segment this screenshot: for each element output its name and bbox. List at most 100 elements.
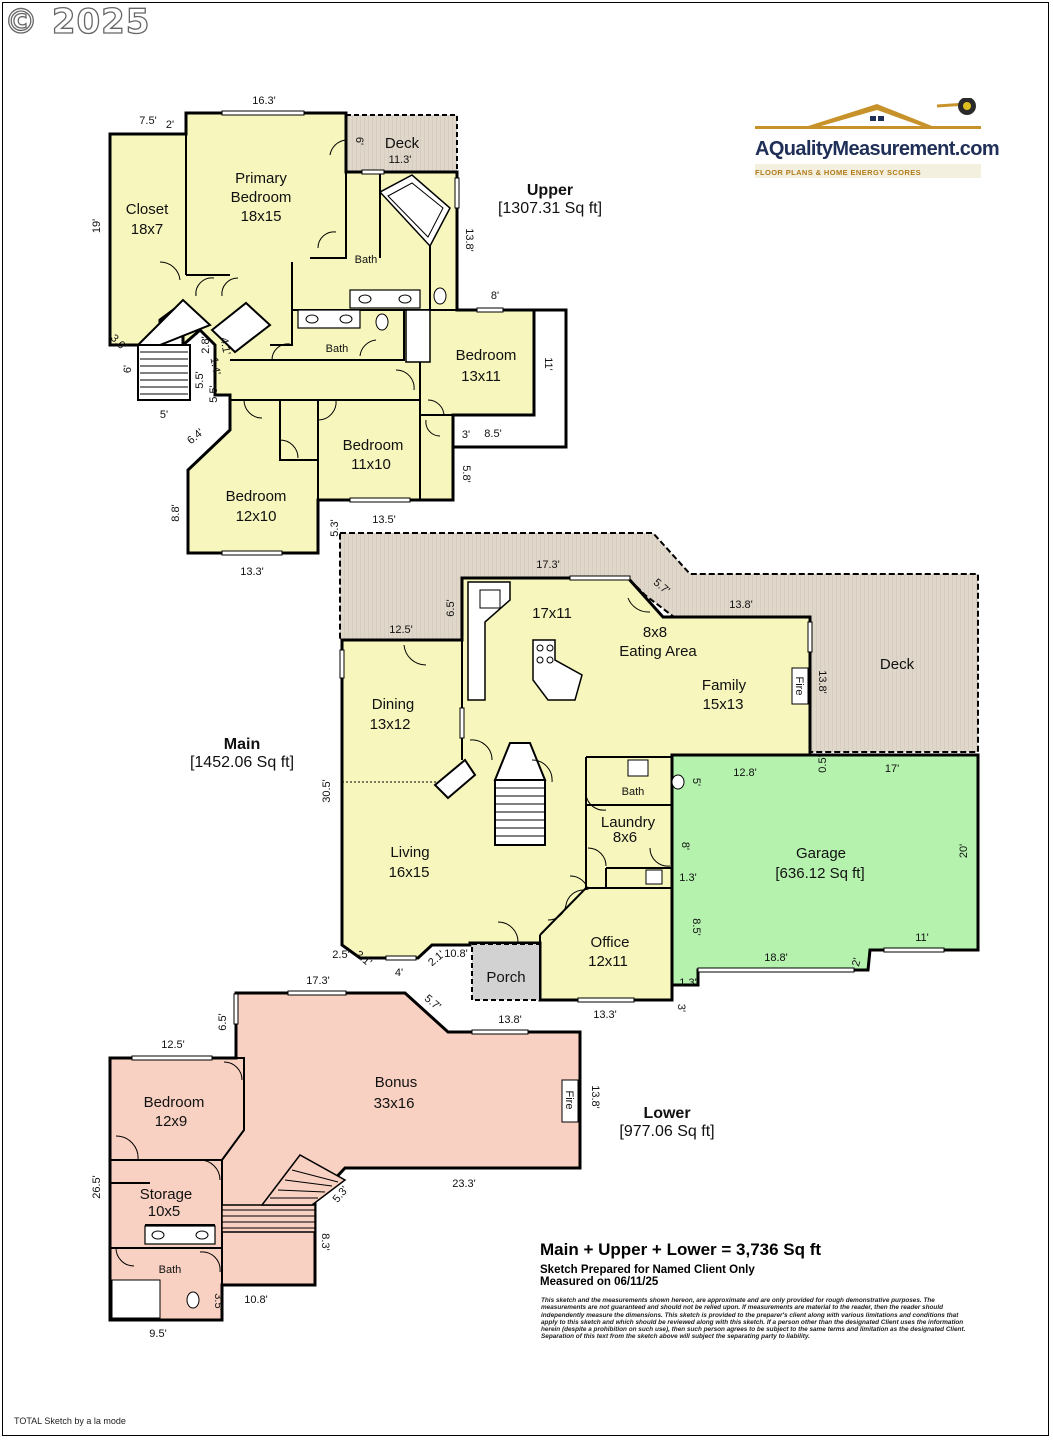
dim: 6.5'	[217, 1013, 229, 1030]
dim: 0.5'	[817, 755, 829, 772]
dim: 23.3'	[452, 1178, 476, 1190]
dim: 16.3'	[252, 95, 276, 107]
dim: 20'	[958, 844, 970, 858]
upper-level-name: Upper	[526, 182, 574, 199]
fireplace-lower-label: Fire	[563, 1091, 575, 1110]
dim: 1.3'	[679, 872, 696, 884]
dim: 7.5'	[139, 115, 156, 127]
dim: 12.5'	[389, 624, 413, 636]
dim: 12.8'	[733, 767, 757, 779]
house-logo-icon	[755, 98, 981, 178]
closet-label: Closet	[126, 201, 169, 218]
dim: 5'	[160, 409, 168, 421]
dim: 8.8'	[170, 504, 182, 521]
lower-level-plan	[108, 990, 582, 1322]
prepared-note: Sketch Prepared for Named Client Only	[540, 1264, 755, 1276]
bedroom-13x11-label: Bedroom	[456, 347, 517, 364]
dim: 6.4'	[185, 427, 206, 447]
footer-credit: TOTAL Sketch by a la mode	[14, 1416, 126, 1426]
dim: 13.8'	[729, 599, 753, 611]
primary-bedroom-label: Primary	[235, 170, 287, 187]
upper-level-title: Upper [1307.31 Sq ft]	[480, 182, 620, 218]
dining-label: Dining	[372, 696, 415, 713]
bedroom-13x11-size: 13x11	[461, 368, 501, 385]
dim: 8'	[491, 290, 499, 302]
dim: 8.5'	[484, 428, 501, 440]
lower-floor-outline	[108, 991, 582, 1322]
dim: 13.5'	[372, 514, 396, 526]
dim: 4.1'	[218, 337, 233, 356]
dim: 11.3'	[389, 154, 412, 166]
dim: 11'	[915, 932, 929, 944]
dim: 10.8'	[244, 1294, 268, 1306]
office-size: 12x11	[588, 953, 628, 970]
primary-bedroom-label-2: Bedroom	[231, 189, 292, 206]
dim: 5.5'	[194, 371, 206, 388]
office-label: Office	[591, 934, 630, 951]
dim: 13.8'	[816, 670, 828, 694]
dim: 13.8'	[498, 1014, 522, 1026]
lower-bath-label: Bath	[159, 1264, 182, 1276]
dim: 8.3'	[319, 1233, 331, 1250]
bonus-label: Bonus	[375, 1074, 418, 1091]
dim: 8.5'	[690, 918, 702, 935]
lower-bedroom-label: Bedroom	[144, 1094, 205, 1111]
dim: 6.5'	[445, 599, 457, 616]
dim: 8'	[679, 842, 691, 850]
lower-bedroom-size: 12x9	[155, 1113, 188, 1130]
area-summary: Main + Upper + Lower = 3,736 Sq ft Sketc…	[540, 1240, 821, 1288]
room-labels: Deck Closet 18x7 Primary Bedroom 18x15 B…	[126, 135, 915, 1276]
dim: 10.8'	[444, 948, 468, 960]
logo-tagline: FLOOR PLANS & HOME ENERGY SCORES	[755, 168, 922, 177]
dim: 1.4'	[208, 357, 223, 376]
dim: 2.5'	[332, 949, 349, 961]
dim: 1.3'	[679, 977, 696, 989]
fireplace-main-label: Fire	[793, 677, 805, 696]
dimension-labels: 16.3' 7.5' 2' 11.3' 6' 19' 13.8' 8' 11' …	[91, 95, 970, 1340]
main-level-title: Main [1452.06 Sq ft]	[172, 736, 312, 772]
dining-size: 13x12	[370, 716, 411, 733]
closet-size: 18x7	[131, 221, 164, 238]
garage-area: [636.12 Sq ft]	[775, 865, 864, 882]
dim: 13.3'	[593, 1009, 617, 1021]
dim: 18.8'	[764, 952, 788, 964]
total-area: Main + Upper + Lower = 3,736 Sq ft	[540, 1240, 822, 1259]
dim: 2'	[166, 119, 174, 131]
kitchen-size: 17x11	[532, 605, 572, 622]
main-level-plan	[339, 532, 980, 1003]
dim: 9.5'	[149, 1328, 166, 1340]
dim: 6'	[122, 365, 134, 373]
dim: 5.8'	[460, 465, 472, 482]
upper-level-plan	[108, 110, 568, 556]
garage-floor	[670, 753, 980, 987]
dim: 5.3'	[329, 519, 341, 536]
living-label: Living	[390, 844, 429, 861]
living-size: 16x15	[389, 864, 430, 881]
dim: 11'	[542, 357, 554, 371]
company-logo: AQualityMeasurement.com FLOOR PLANS & HO…	[752, 98, 1000, 190]
copyright-notice: © 2025	[3, 1, 151, 42]
dim: 5.5'	[208, 385, 220, 402]
bedroom-11x10-size: 11x10	[351, 456, 391, 473]
lower-level-area: [977.06 Sq ft]	[619, 1123, 715, 1140]
main-level-name: Main	[223, 736, 261, 753]
upper-level-area: [1307.31 Sq ft]	[497, 200, 603, 217]
storage-label: Storage	[140, 1186, 193, 1203]
dim: 2.8'	[200, 336, 212, 353]
dim: 3'	[462, 429, 470, 441]
logo-name: AQualityMeasurement.com	[755, 138, 1000, 160]
lower-level-title: Lower [977.06 Sq ft]	[597, 1105, 737, 1141]
family-label: Family	[702, 677, 747, 694]
measured-date: Measured on 06/11/25	[540, 1276, 659, 1288]
lower-level-name: Lower	[643, 1105, 691, 1122]
dim: 13.8'	[589, 1085, 601, 1109]
disclaimer-text: This sketch and the measurements shown h…	[541, 1297, 966, 1341]
dim: 2'	[850, 957, 864, 968]
bonus-size: 33x16	[374, 1095, 415, 1112]
family-size: 15x13	[703, 696, 744, 713]
dim: 19'	[91, 219, 103, 233]
dim: 17'	[885, 763, 899, 775]
dim: 30.5'	[321, 779, 333, 803]
